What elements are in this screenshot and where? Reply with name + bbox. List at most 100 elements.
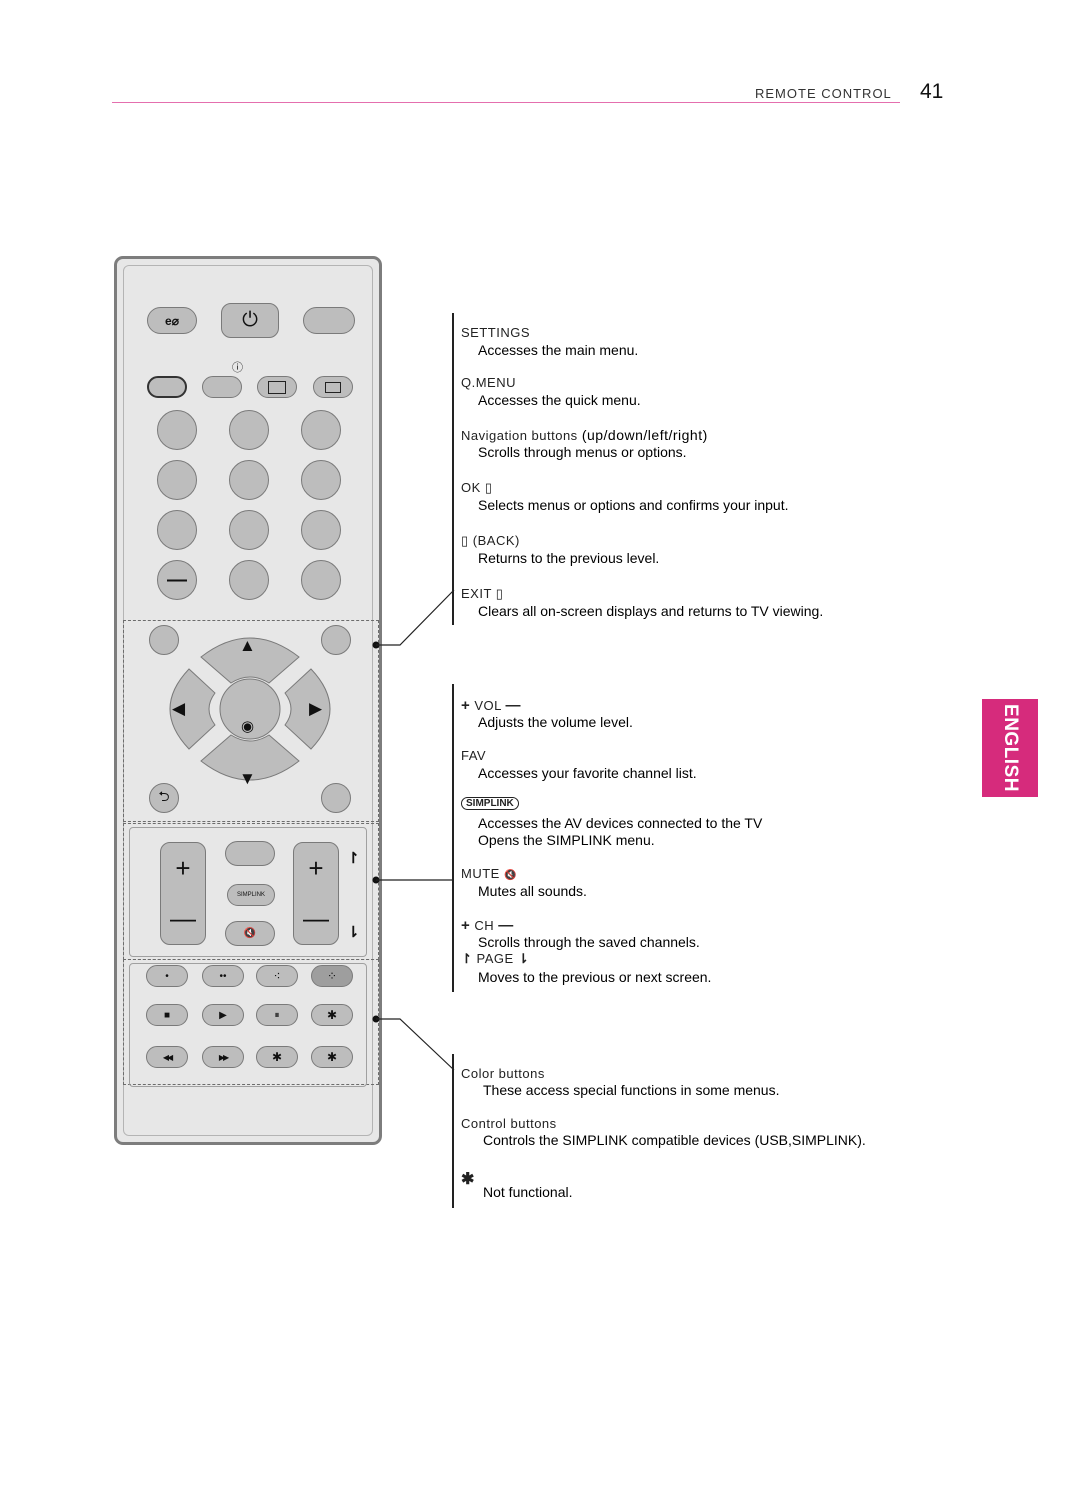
volume-rocker[interactable]: + — xyxy=(160,842,206,945)
number-button-1[interactable] xyxy=(157,410,197,450)
plus-icon: + xyxy=(461,697,471,714)
control-buttons-label: Control buttons xyxy=(461,1116,557,1131)
remote-control-illustration: e⌀ ⏻ ⓘ — ▲ ▼ ◀ ▶ ◉ ⮌ + — SIMPLINK 🔇 + xyxy=(114,256,382,1145)
yellow-color-button[interactable]: ⁖ xyxy=(256,965,298,987)
power-button[interactable]: ⏻ xyxy=(221,303,279,338)
page-up-icon: ↾ xyxy=(347,850,360,867)
simplink-icon: SIMPLINK xyxy=(236,892,265,898)
mute-description: Mutes all sounds. xyxy=(478,883,587,899)
ch-description: Scrolls through the saved channels. xyxy=(478,934,700,950)
channel-rocker[interactable]: + — xyxy=(293,842,339,945)
star-icon: ✱ xyxy=(326,1050,338,1064)
back-button[interactable]: ⮌ xyxy=(149,783,179,813)
blue-color-button[interactable]: ⁘ xyxy=(311,965,353,987)
star-button[interactable]: ✱ xyxy=(311,1046,353,1068)
star-icon: ✱ xyxy=(461,1171,475,1188)
qmenu-label: Q.MENU xyxy=(461,375,516,390)
number-button-4[interactable] xyxy=(157,460,197,500)
pause-icon: ⏸ xyxy=(274,1009,280,1021)
star-description: Not functional. xyxy=(483,1184,573,1200)
number-button-9[interactable] xyxy=(301,510,341,550)
color-buttons-label: Color buttons xyxy=(461,1066,545,1081)
minus-icon: — xyxy=(303,903,329,934)
page-description: Moves to the previous or next screen. xyxy=(478,969,712,985)
play-button[interactable]: ▶ xyxy=(202,1004,244,1026)
rewind-icon: ◀◀ xyxy=(162,1052,173,1062)
exit-button[interactable] xyxy=(321,783,351,813)
minus-icon: — xyxy=(167,568,187,591)
color-dot-icon: • xyxy=(165,970,169,982)
exit-description: Clears all on-screen displays and return… xyxy=(478,603,824,619)
star-icon: ✱ xyxy=(326,1008,338,1022)
fast-forward-button[interactable]: ▶▶ xyxy=(202,1046,244,1068)
energy-saving-button[interactable]: e⌀ xyxy=(147,307,197,334)
mute-button[interactable]: 🔇 xyxy=(225,921,275,946)
qmenu-description: Accesses the quick menu. xyxy=(478,392,641,408)
av-mode-button[interactable] xyxy=(303,307,355,334)
number-button-5[interactable] xyxy=(229,460,269,500)
control-buttons-description: Controls the SIMPLINK compatible devices… xyxy=(483,1132,866,1148)
input-button[interactable] xyxy=(147,376,187,398)
ok-label: OK ▯ xyxy=(461,480,493,495)
ok-icon[interactable]: ◉ xyxy=(241,718,255,735)
stop-button[interactable]: ■ xyxy=(146,1004,188,1026)
exit-label: EXIT ▯ xyxy=(461,586,504,601)
number-button-6[interactable] xyxy=(301,460,341,500)
number-button-3[interactable] xyxy=(301,410,341,450)
ch-label: + CH — xyxy=(461,917,514,934)
color-control-panel xyxy=(129,963,367,1087)
plus-icon: + xyxy=(461,917,471,934)
ratio-button[interactable] xyxy=(257,376,297,398)
dash-button[interactable]: — xyxy=(157,560,197,600)
flashback-button[interactable] xyxy=(301,560,341,600)
language-tab-label: ENGLISH xyxy=(1000,704,1021,792)
settings-label: SETTINGS xyxy=(461,325,531,340)
navigation-description: Scrolls through menus or options. xyxy=(478,444,687,460)
color-buttons-description: These access special functions in some m… xyxy=(483,1082,780,1098)
simplink-description-1: Accesses the AV devices connected to the… xyxy=(478,815,763,831)
mute-label: MUTE 🔇 xyxy=(461,866,517,881)
tv-input-button[interactable] xyxy=(313,376,353,398)
number-button-8[interactable] xyxy=(229,510,269,550)
nav-left-icon[interactable]: ◀ xyxy=(172,699,186,718)
star-button[interactable]: ✱ xyxy=(256,1046,298,1068)
vol-description: Adjusts the volume level. xyxy=(478,714,633,730)
back-description: Returns to the previous level. xyxy=(478,550,660,566)
nav-down-icon[interactable]: ▼ xyxy=(239,769,256,788)
vol-label-text: VOL xyxy=(474,698,502,713)
red-color-button[interactable]: • xyxy=(146,965,188,987)
color-dot-icon: ⁖ xyxy=(273,969,281,983)
ok-description: Selects menus or options and confirms yo… xyxy=(478,497,789,513)
nav-up-icon[interactable]: ▲ xyxy=(239,636,256,655)
fav-button[interactable] xyxy=(225,841,275,866)
star-icon: ✱ xyxy=(271,1050,283,1064)
nav-right-icon[interactable]: ▶ xyxy=(309,699,323,718)
play-icon: ▶ xyxy=(219,1009,227,1021)
green-color-button[interactable]: •• xyxy=(202,965,244,987)
number-button-0[interactable] xyxy=(229,560,269,600)
star-button[interactable]: ✱ xyxy=(311,1004,353,1026)
rewind-button[interactable]: ◀◀ xyxy=(146,1046,188,1068)
simplink-button[interactable]: SIMPLINK xyxy=(227,884,275,906)
page-label-text: PAGE xyxy=(476,951,514,966)
vol-label: + VOL — xyxy=(461,697,521,714)
ch-label-text: CH xyxy=(474,918,495,933)
stop-icon: ■ xyxy=(163,1009,171,1021)
qmenu-button[interactable] xyxy=(321,625,351,655)
navigation-group-outline xyxy=(123,620,379,822)
energy-icon: e⌀ xyxy=(165,313,179,328)
ratio-icon xyxy=(268,380,286,394)
control-callout-bracket xyxy=(452,1054,454,1208)
power-icon: ⏻ xyxy=(242,309,258,331)
info-button[interactable] xyxy=(202,376,242,398)
pause-button[interactable]: ⏸ xyxy=(256,1004,298,1026)
settings-button[interactable] xyxy=(149,625,179,655)
navigation-label-suffix: (up/down/left/right) xyxy=(581,427,708,443)
header-title: REMOTE CONTROL xyxy=(755,86,892,101)
info-icon: ⓘ xyxy=(232,362,243,374)
number-button-7[interactable] xyxy=(157,510,197,550)
number-button-2[interactable] xyxy=(229,410,269,450)
page-up-icon: ↾ xyxy=(461,951,473,966)
color-dot-icon: •• xyxy=(219,970,227,982)
mute-icon: 🔇 xyxy=(243,928,257,939)
